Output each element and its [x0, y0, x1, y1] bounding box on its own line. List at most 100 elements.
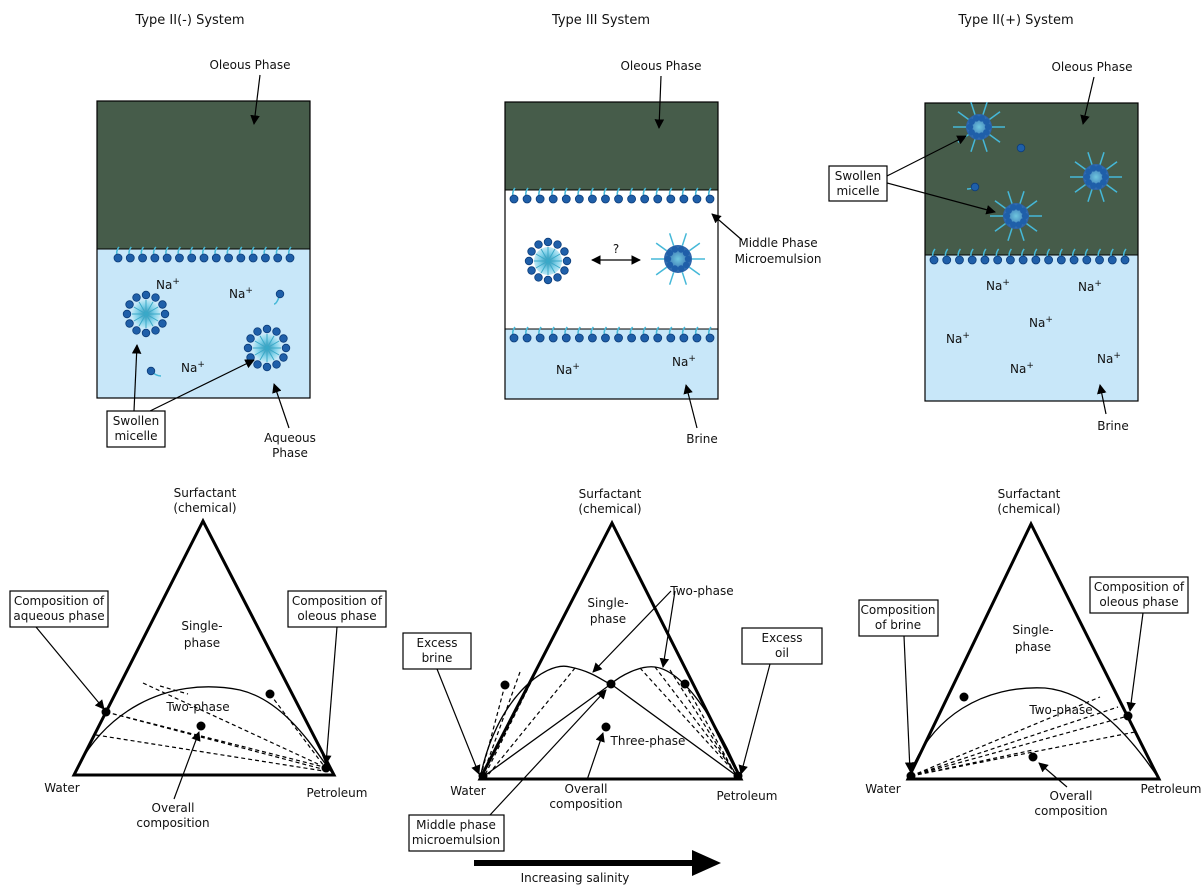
surfactant-tail [655, 242, 668, 252]
surfactant-head [601, 333, 610, 343]
surfactant-head [524, 256, 534, 266]
two-phase-label-1: Two-phase [165, 700, 229, 714]
excess-brine-box [402, 632, 472, 670]
surfactant-head [666, 261, 674, 269]
svg-text:Na+: Na+ [1097, 351, 1121, 366]
surfactant-head [534, 273, 543, 282]
surfactant-tail [540, 260, 549, 274]
surfactant-head [1090, 182, 1097, 189]
surfactant-head [509, 333, 519, 343]
surfactant-head [627, 194, 636, 204]
surfactant-head [980, 255, 990, 265]
svg-text:Na+: Na+ [986, 278, 1010, 293]
water-label-2: Water [450, 784, 486, 798]
surfactant-head [141, 290, 151, 300]
swollen-micelles-3 [953, 102, 1122, 241]
surfactant-tail [1106, 161, 1118, 170]
micelles-2 [524, 233, 705, 285]
surfactant-head [236, 253, 246, 263]
surfactant-head [1005, 218, 1012, 225]
surfactant-head [679, 333, 689, 343]
surfactant-tail [982, 102, 988, 115]
surfactant-head [942, 255, 952, 265]
surfactant-head [272, 360, 281, 369]
surfactant-head [640, 333, 650, 343]
surfactant-head [160, 309, 170, 319]
surfactant-head [1090, 165, 1097, 172]
water-label-1: Water [44, 781, 80, 795]
surfactant-head [138, 253, 147, 263]
surfactant-head [113, 253, 123, 263]
surfactant-head [1010, 221, 1017, 228]
surfactant-tail [254, 347, 268, 356]
surfactant-tail [1007, 228, 1013, 241]
surfactant-head [978, 132, 985, 139]
surfactant-head [1003, 212, 1011, 220]
surfactant-tail [1026, 200, 1038, 209]
svg-text:Na+: Na+ [1078, 279, 1102, 294]
surfactant-tail [989, 111, 1001, 120]
surfactant-head [705, 333, 715, 343]
surfactant-head [978, 115, 985, 122]
surfactant-head [666, 249, 674, 257]
surfactant-head [1085, 168, 1092, 175]
surfactant-head [125, 319, 134, 328]
surfactant-head [601, 194, 610, 204]
surfactant-head [968, 118, 975, 125]
surfactant-head [1107, 255, 1117, 265]
surfactant-head [562, 256, 572, 266]
surfactant-tail [547, 248, 556, 262]
surfactant-head [983, 129, 990, 136]
brine-phase-3 [925, 255, 1138, 401]
surfactant-tail [133, 306, 147, 315]
surfactant-head [146, 366, 156, 376]
ternary-diagram-3: Surfactant(chemical) Water Petroleum Sin… [858, 487, 1201, 818]
surfactant-tail [668, 233, 675, 246]
surfactant-tail [1087, 189, 1093, 202]
svg-text:Na+: Na+ [229, 286, 253, 301]
middle-phase-box [408, 814, 505, 852]
apex-label-2: Surfactant(chemical) [578, 487, 641, 516]
panel-title-1: Type II(-) System [134, 13, 244, 28]
surfactant-head [984, 123, 992, 131]
surfactant-tail [970, 102, 976, 115]
surfactant-head [248, 253, 258, 263]
surfactant-head [261, 253, 270, 263]
surfactant-head [132, 326, 141, 335]
surfactant-tail [1026, 223, 1038, 232]
surfactant-head [553, 240, 562, 249]
surfactant-head [1018, 255, 1028, 265]
surfactant-head [1056, 255, 1066, 265]
surfactant-head [279, 353, 288, 362]
surfactant-head [1069, 255, 1079, 265]
oleous-label-1: Oleous Phase [209, 58, 290, 72]
interface-surfactants-2 [509, 187, 715, 343]
surfactant-tail [254, 340, 268, 349]
surfactant-head [588, 194, 597, 204]
surfactant-head [1101, 173, 1109, 181]
composition-brine-box [858, 599, 939, 637]
surfactant-head [653, 333, 663, 343]
surfactant-head [973, 115, 980, 122]
surfactant-head [1010, 204, 1017, 211]
surfactant-head [627, 333, 636, 343]
surfactant-head [677, 246, 685, 253]
surfactant-head [679, 194, 689, 204]
surfactant-head [666, 333, 676, 343]
ternary-diagram-2: Surfactant(chemical) Water Petroleum Sin… [402, 487, 823, 852]
surfactant-head [125, 300, 134, 309]
surfactant-head [929, 255, 939, 265]
surfactant-head [692, 194, 702, 204]
surfactant-tail [266, 335, 275, 349]
surfactant-tail [655, 266, 668, 276]
petroleum-label-1: Petroleum [307, 786, 368, 800]
surfactant-head [692, 333, 702, 343]
single-phase-label-3: Single-phase [1012, 623, 1053, 654]
